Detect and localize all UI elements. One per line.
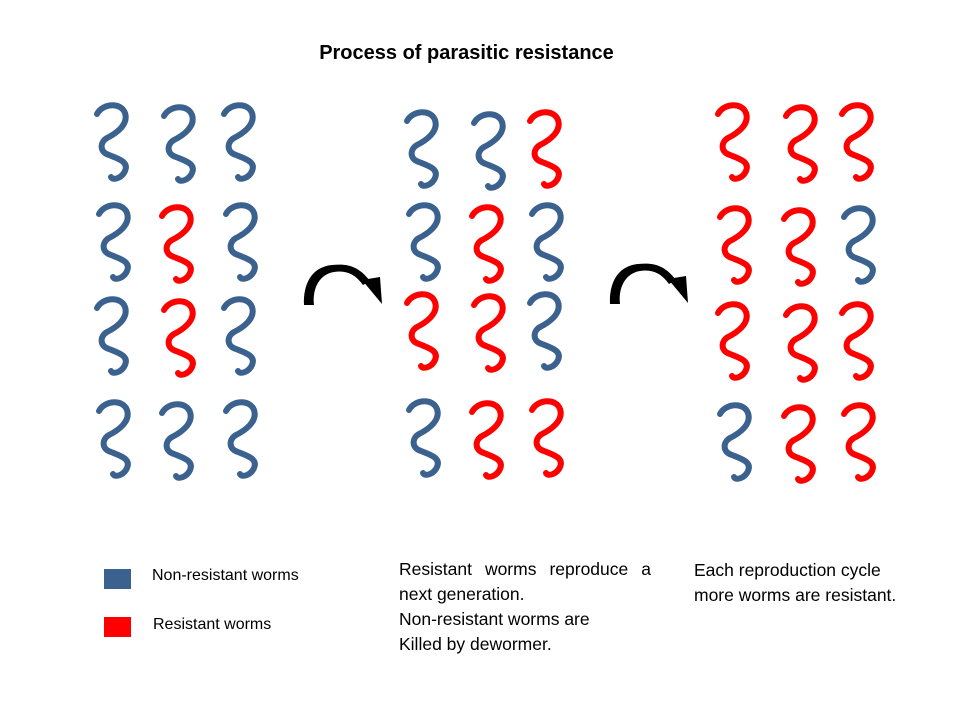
- non-resistant-worm-icon: [224, 105, 253, 179]
- resistant-worm-icon: [718, 105, 747, 179]
- resistant-worm-icon: [530, 112, 559, 186]
- non-resistant-worm-icon: [720, 405, 749, 479]
- panel-after-many-generations: [718, 105, 873, 481]
- resistant-worm-icon: [164, 301, 193, 375]
- caption-middle-line-3: Non-resistant worms are: [399, 609, 590, 629]
- resistant-worm-icon: [532, 401, 561, 475]
- panel-after-one-generation: [407, 112, 561, 477]
- cycle-arrow-2: [609, 263, 688, 304]
- diagram-title: Process of parasitic resistance: [319, 42, 614, 64]
- resistant-worm-icon: [844, 405, 873, 479]
- arrow-body: [609, 263, 676, 304]
- resistant-worm-icon: [472, 403, 501, 477]
- non-resistant-worm-icon: [164, 107, 193, 181]
- resistant-worm-icon: [842, 105, 871, 179]
- caption-middle: Resistant worms reproduce a next generat…: [399, 557, 651, 657]
- non-resistant-worm-icon: [99, 402, 128, 476]
- caption-right: Each reproduction cycle more worms are r…: [694, 558, 934, 608]
- arrow-head: [668, 276, 688, 303]
- caption-middle-line-4: Killed by dewormer.: [399, 634, 552, 654]
- legend-label-resistant: Resistant worms: [153, 616, 272, 633]
- non-resistant-worm-icon: [844, 208, 873, 282]
- non-resistant-worm-icon: [97, 299, 126, 373]
- resistant-worm-icon: [784, 210, 813, 284]
- non-resistant-worm-icon: [474, 114, 503, 188]
- non-resistant-worm-icon: [226, 402, 255, 476]
- non-resistant-worm-icon: [99, 205, 128, 279]
- non-resistant-worm-icon: [226, 205, 255, 279]
- cycle-arrow-1: [303, 264, 382, 305]
- resistant-worm-icon: [474, 296, 503, 370]
- legend-swatch-non-resistant: [104, 569, 131, 589]
- legend-swatch-resistant: [104, 617, 131, 637]
- caption-middle-line-2: next generation.: [399, 584, 525, 604]
- caption-right-line-1: Each reproduction cycle: [694, 560, 881, 580]
- resistant-worm-icon: [786, 306, 815, 380]
- resistant-worm-icon: [842, 304, 871, 378]
- arrow-head: [362, 277, 382, 304]
- non-resistant-worm-icon: [532, 205, 561, 279]
- arrow-body: [303, 264, 370, 305]
- caption-right-line-2: more worms are resistant.: [694, 585, 897, 605]
- panel-before: [97, 105, 255, 478]
- resistant-worm-icon: [472, 207, 501, 281]
- non-resistant-worm-icon: [409, 205, 438, 279]
- non-resistant-worm-icon: [409, 401, 438, 475]
- non-resistant-worm-icon: [530, 294, 559, 368]
- resistant-worm-icon: [407, 294, 436, 368]
- non-resistant-worm-icon: [224, 299, 253, 373]
- non-resistant-worm-icon: [162, 404, 191, 478]
- resistant-worm-icon: [784, 407, 813, 481]
- resistant-worm-icon: [162, 207, 191, 281]
- caption-middle-line-1: Resistant worms reproduce a: [399, 559, 651, 579]
- resistant-worm-icon: [718, 304, 747, 378]
- non-resistant-worm-icon: [97, 105, 126, 179]
- legend-label-non-resistant: Non-resistant worms: [152, 567, 299, 584]
- resistant-worm-icon: [786, 107, 815, 181]
- non-resistant-worm-icon: [407, 112, 436, 186]
- resistant-worm-icon: [720, 208, 749, 282]
